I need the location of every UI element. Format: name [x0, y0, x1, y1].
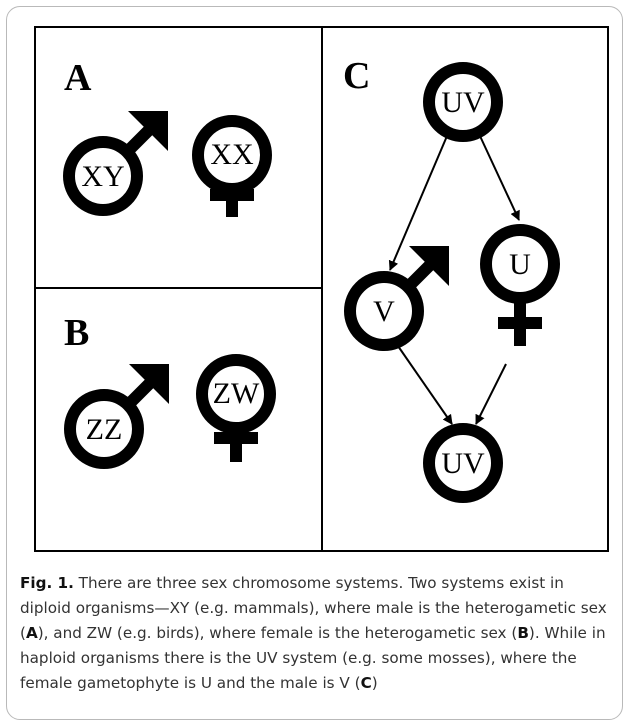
panel-c: C UV V U UV — [343, 55, 560, 503]
panel-c-letter: C — [343, 55, 370, 97]
panel-a-letter: A — [64, 57, 92, 99]
caption-ref-b: B — [517, 624, 529, 642]
caption-text-3: ). While in haploid organisms there is t… — [20, 624, 606, 692]
arrow-male-to-bottom — [397, 345, 453, 425]
female-symbol-icon — [480, 224, 560, 346]
arrow-top-to-female — [479, 135, 520, 221]
arrow-top-to-male — [388, 135, 448, 271]
caption-ref-c: C — [360, 674, 372, 692]
panel-c-top-label: UV — [441, 86, 485, 119]
caption-text-2: ), and ZW (e.g. birds), where female is … — [37, 624, 518, 642]
panel-b: B ZZ ZW — [64, 312, 276, 469]
male-symbol-icon — [64, 364, 169, 469]
panel-c-female-label: U — [509, 248, 531, 281]
caption-text-1: There are three sex chromosome systems. … — [20, 574, 607, 642]
panel-b-letter: B — [64, 312, 89, 354]
panel-c-bottom-label: UV — [441, 447, 485, 480]
male-symbol-icon — [63, 111, 168, 216]
panel-a-female-label: XX — [210, 138, 254, 171]
panel-a: A XY XX — [63, 57, 272, 217]
figure-card — [6, 6, 623, 720]
figure-caption: Fig. 1. There are three sex chromosome s… — [20, 571, 610, 696]
caption-text-4: ) — [371, 674, 378, 692]
panel-a-male-label: XY — [81, 160, 124, 193]
caption-label: Fig. 1. — [20, 574, 74, 592]
bottom-uv-circle-icon — [423, 423, 503, 503]
panel-b-female-label: ZW — [213, 377, 260, 410]
arrow-female-to-bottom — [475, 363, 507, 425]
male-symbol-icon — [344, 246, 449, 351]
panel-b-male-label: ZZ — [86, 413, 123, 446]
female-symbol-icon — [196, 354, 276, 462]
panel-c-male-label: V — [373, 295, 395, 328]
caption-ref-a: A — [25, 624, 38, 642]
top-uv-circle-icon — [423, 62, 503, 142]
female-symbol-icon — [192, 115, 272, 217]
